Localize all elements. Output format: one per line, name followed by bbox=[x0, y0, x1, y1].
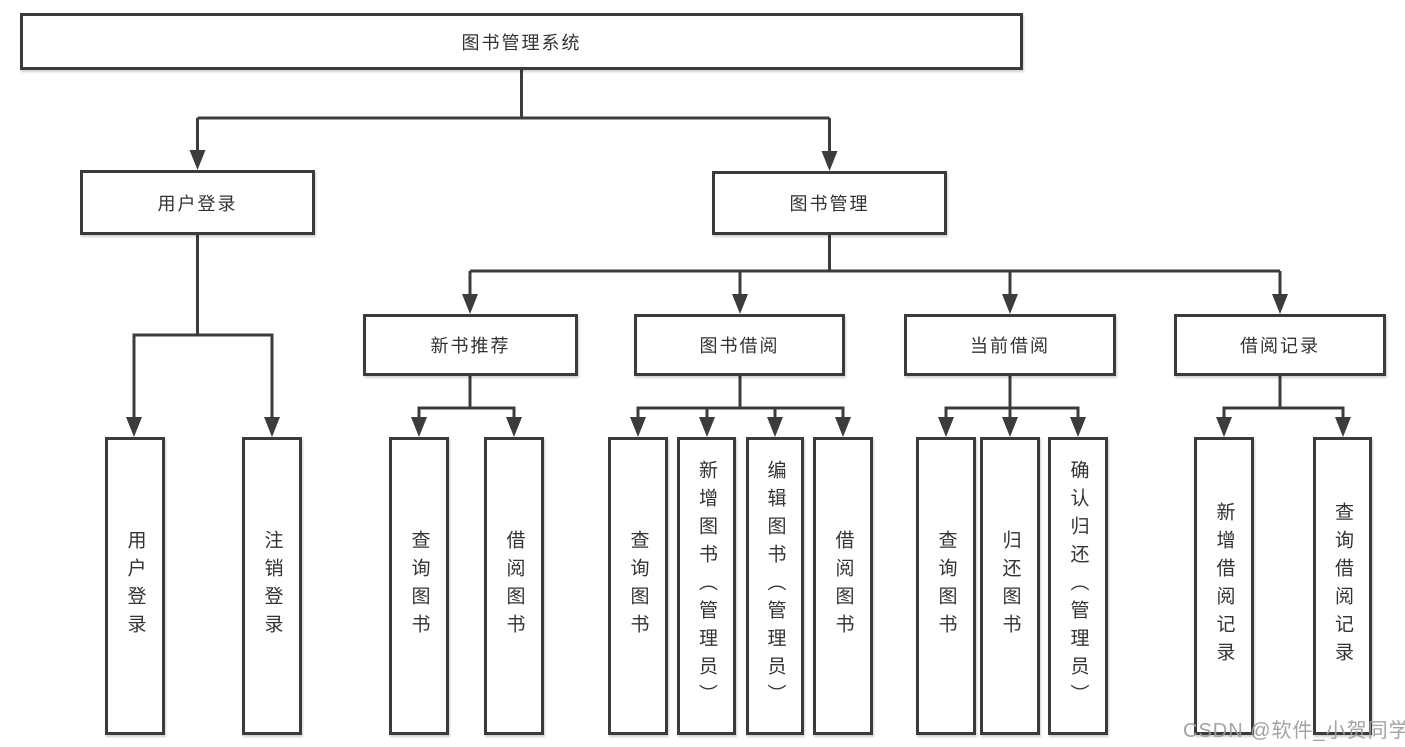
node-add-book-admin: 新增图书（管理员） bbox=[677, 437, 736, 735]
node-new-book-recommendation: 新书推荐 bbox=[363, 314, 578, 376]
node-query-books-recommend: 查询图书 bbox=[389, 437, 449, 735]
node-label: 新增借阅记录 bbox=[1213, 502, 1235, 670]
node-label: 归还图书 bbox=[999, 530, 1021, 642]
node-borrow-books-recommend: 借阅图书 bbox=[484, 437, 544, 735]
node-logout-action: 注销登录 bbox=[242, 437, 302, 735]
node-confirm-return-admin: 确认归还（管理员） bbox=[1048, 437, 1108, 735]
node-label: 查询图书 bbox=[627, 530, 649, 642]
node-book-borrowing: 图书借阅 bbox=[634, 314, 845, 376]
node-label: 编辑图书（管理员） bbox=[764, 460, 786, 712]
tree-edges bbox=[132, 70, 1345, 422]
node-label: 新书推荐 bbox=[430, 336, 511, 356]
node-label: 查询图书 bbox=[935, 530, 957, 642]
node-borrowing-records: 借阅记录 bbox=[1174, 314, 1386, 376]
node-label: 图书管理 bbox=[789, 194, 870, 214]
node-label: 图书借阅 bbox=[699, 336, 780, 356]
node-query-books-current: 查询图书 bbox=[916, 437, 976, 735]
node-edit-book-admin: 编辑图书（管理员） bbox=[746, 437, 804, 735]
node-label: 借阅记录 bbox=[1240, 336, 1320, 356]
node-label: 借阅图书 bbox=[832, 530, 854, 642]
csdn-watermark: CSDN @软件_小贺同学 bbox=[1183, 720, 1405, 742]
node-library-management-system: 图书管理系统 bbox=[20, 13, 1023, 70]
node-label: 借阅图书 bbox=[503, 530, 525, 642]
node-add-borrow-record: 新增借阅记录 bbox=[1194, 437, 1254, 735]
node-query-books-borrow: 查询图书 bbox=[608, 437, 668, 735]
node-label: 查询图书 bbox=[408, 530, 430, 642]
node-label: 确认归还（管理员） bbox=[1067, 460, 1089, 712]
node-query-borrow-record: 查询借阅记录 bbox=[1313, 437, 1372, 735]
node-borrow-books: 借阅图书 bbox=[813, 437, 873, 735]
node-label: 图书管理系统 bbox=[461, 32, 582, 53]
node-label: 当前借阅 bbox=[970, 336, 1050, 356]
node-user-login-action: 用户登录 bbox=[105, 437, 165, 735]
node-label: 新增图书（管理员） bbox=[696, 460, 717, 712]
node-label: 注销登录 bbox=[261, 530, 283, 642]
node-label: 查询借阅记录 bbox=[1332, 502, 1353, 670]
node-current-borrowing: 当前借阅 bbox=[904, 314, 1116, 376]
node-label: 用户登录 bbox=[124, 530, 146, 642]
node-label: 用户登录 bbox=[157, 193, 238, 214]
arrowheads bbox=[126, 150, 1351, 437]
node-book-management: 图书管理 bbox=[712, 171, 947, 235]
node-user-login: 用户登录 bbox=[80, 170, 315, 235]
node-return-books: 归还图书 bbox=[980, 437, 1040, 735]
